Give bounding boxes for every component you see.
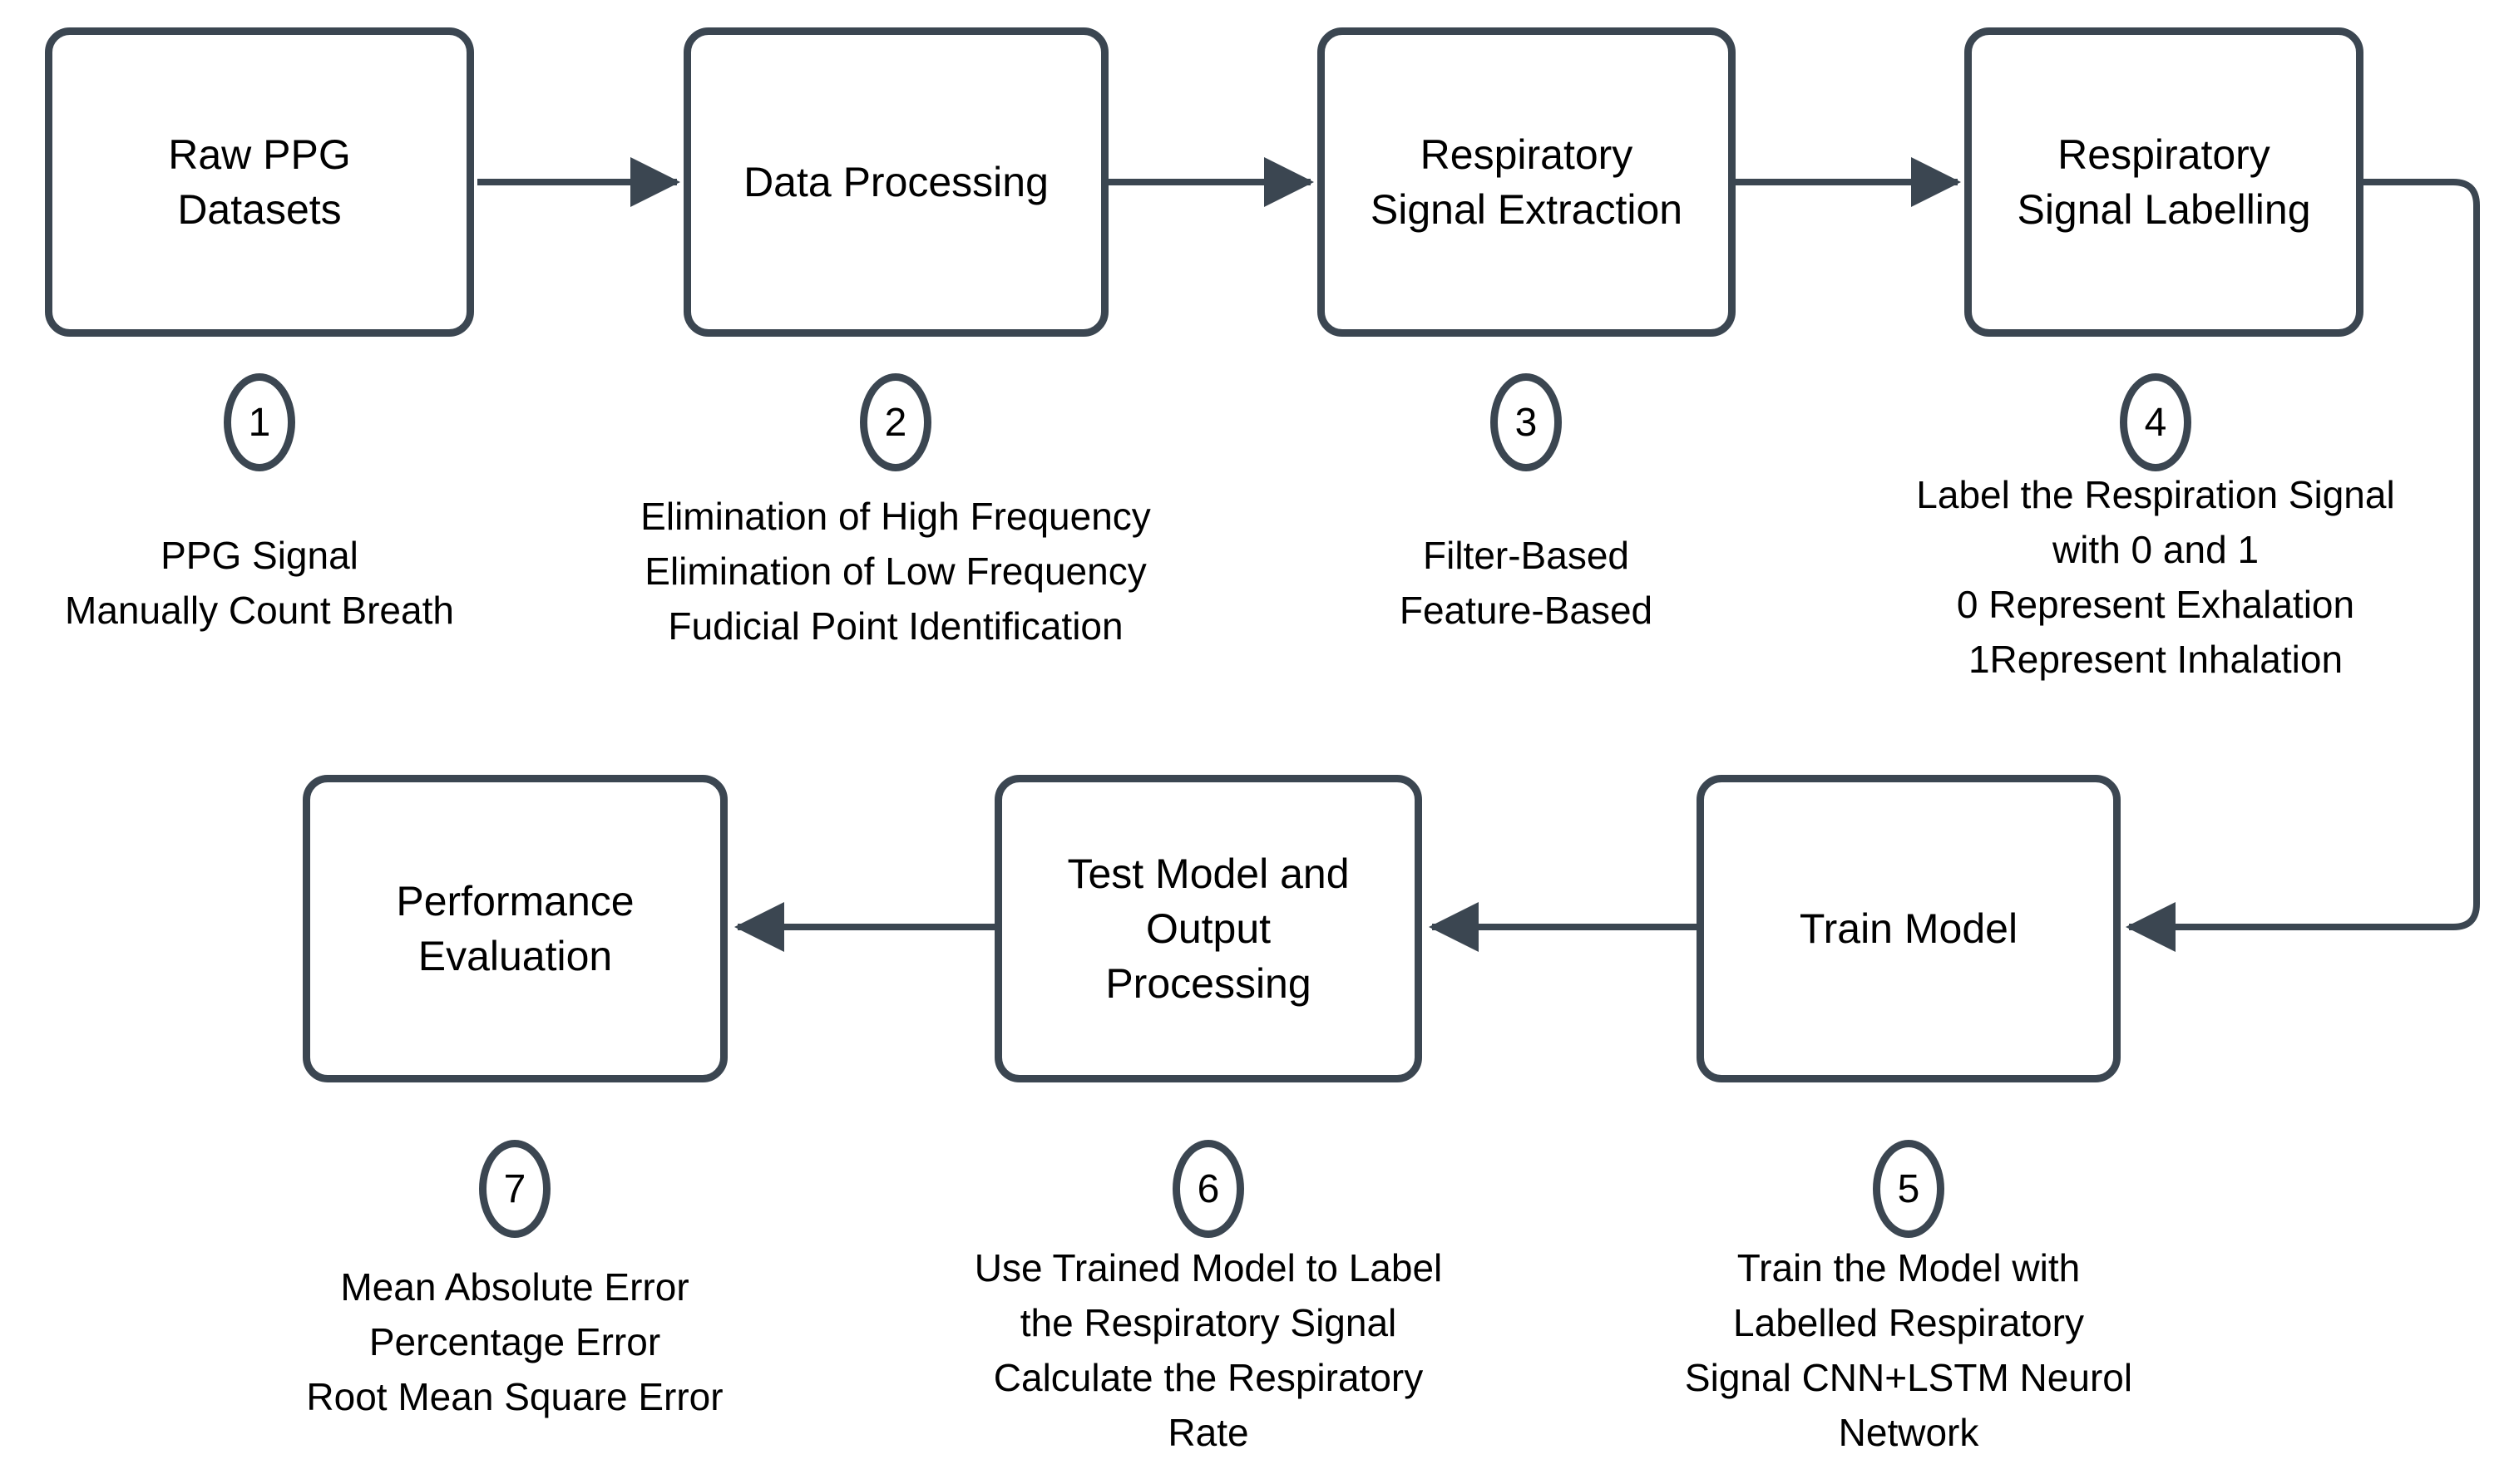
- node-train-model: Train Model: [1697, 775, 2121, 1082]
- node-data-processing: Data Processing: [684, 27, 1109, 337]
- step-circle-5: 5: [1873, 1140, 1944, 1238]
- step-description-3: Filter-Based Feature-Based: [1399, 534, 1653, 632]
- step-circle-3: 3: [1490, 373, 1562, 471]
- step-circle-4: 4: [2120, 373, 2191, 471]
- step-description-7: Mean Absolute Error Percentage Error Roo…: [306, 1265, 724, 1418]
- node-raw-ppg-datasets: Raw PPG Datasets: [45, 27, 474, 337]
- node-test-model-output-processing: Test Model and Output Processing: [995, 775, 1422, 1082]
- step-circle-7: 7: [479, 1140, 551, 1238]
- node-respiratory-signal-labelling: Respiratory Signal Labelling: [1964, 27, 2363, 337]
- step-description-4: Label the Respiration Signal with 0 and …: [1916, 473, 2395, 681]
- step-circle-2: 2: [860, 373, 931, 471]
- node-respiratory-signal-extraction: Respiratory Signal Extraction: [1317, 27, 1736, 337]
- step-circle-1: 1: [224, 373, 295, 471]
- step-description-2: Elimination of High Frequency Eliminatio…: [640, 495, 1151, 648]
- step-circle-6: 6: [1173, 1140, 1244, 1238]
- node-performance-evaluation: Performance Evaluation: [303, 775, 728, 1082]
- step-description-6: Use Trained Model to Label the Respirato…: [974, 1246, 1443, 1454]
- step-description-1: PPG Signal Manually Count Breath: [65, 534, 454, 632]
- step-description-5: Train the Model with Labelled Respirator…: [1684, 1246, 2133, 1454]
